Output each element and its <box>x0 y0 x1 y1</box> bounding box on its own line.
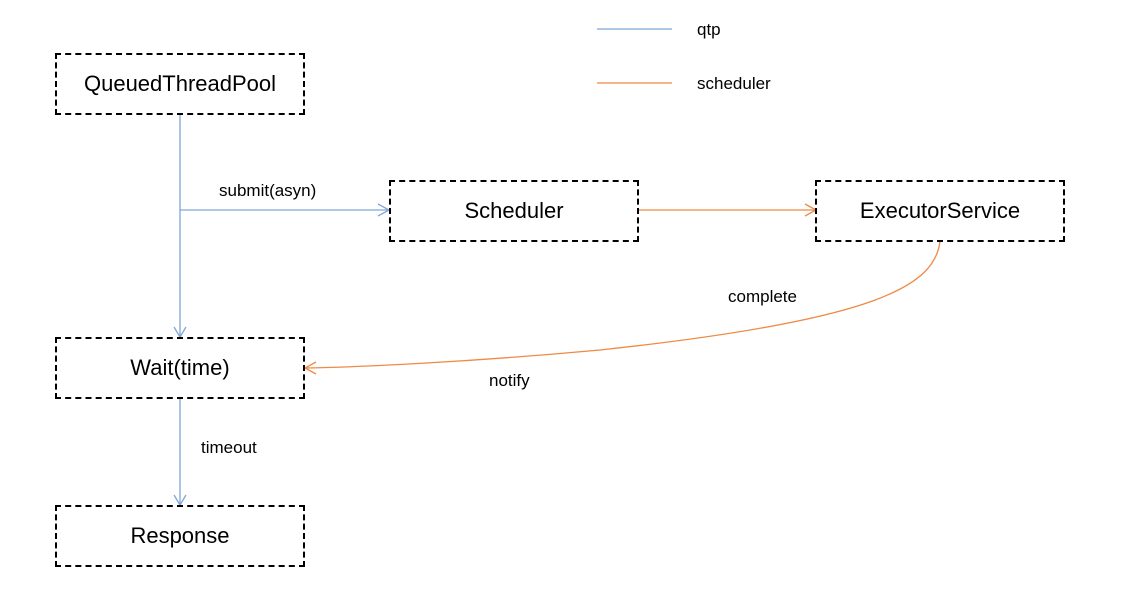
timeout-edge-label: timeout <box>201 438 257 457</box>
submit-edge-label: submit(asyn) <box>219 181 317 200</box>
complete-notify-curve <box>304 240 941 369</box>
legend-scheduler-label: scheduler <box>697 74 771 93</box>
executor-service-node: ExecutorService <box>815 180 1065 242</box>
wait-time-node: Wait(time) <box>55 337 305 399</box>
response-node: Response <box>55 505 305 567</box>
queued-thread-pool-node: QueuedThreadPool <box>55 53 305 115</box>
scheduler-node: Scheduler <box>389 180 639 242</box>
notify-edge-label: notify <box>489 371 530 390</box>
complete-edge-label: complete <box>728 287 797 306</box>
legend-qtp-label: qtp <box>697 20 721 39</box>
complete-notify-arrowhead <box>303 361 317 375</box>
